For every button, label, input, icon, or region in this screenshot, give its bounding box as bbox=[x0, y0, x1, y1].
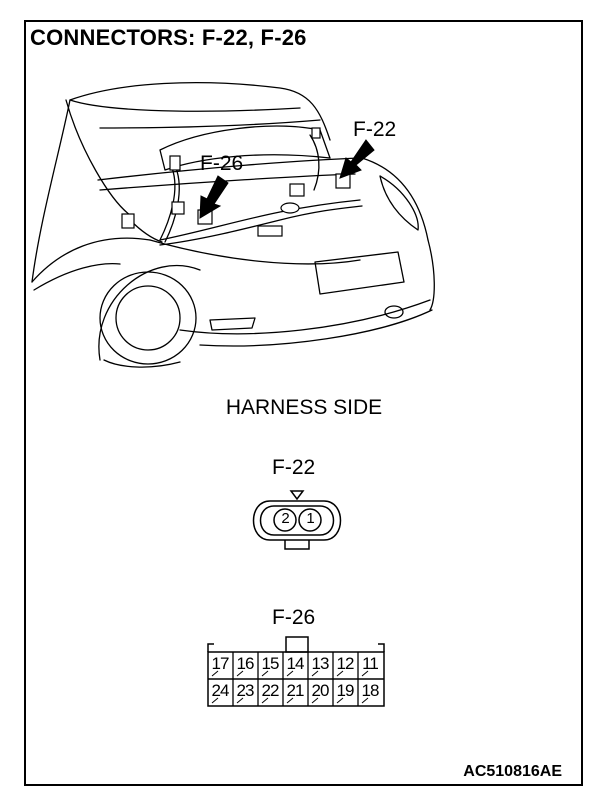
f26-cell-dividers bbox=[232, 652, 359, 706]
f26-pin-18: 18 bbox=[361, 681, 380, 700]
f26-pin-15: 15 bbox=[261, 654, 280, 673]
figure-id: AC510816AE bbox=[463, 763, 562, 780]
diagram-title: CONNECTORS: F-22, F-26 bbox=[30, 25, 307, 50]
f26-pin-16: 16 bbox=[236, 654, 255, 673]
f22-callout-label: F-22 bbox=[353, 118, 397, 141]
f26-pin-20: 20 bbox=[311, 681, 330, 700]
f22-pin-2: 2 bbox=[281, 510, 289, 527]
f26-pin-12: 12 bbox=[336, 654, 355, 673]
f26-pin-14: 14 bbox=[286, 654, 305, 673]
f26-cell-hatches bbox=[211, 670, 369, 704]
f22-pin-1: 1 bbox=[306, 510, 314, 527]
f26-pin-13: 13 bbox=[311, 654, 330, 673]
f26-connector-label: F-26 bbox=[272, 606, 316, 629]
f26-pin-11: 11 bbox=[362, 654, 379, 673]
f26-pin-21: 21 bbox=[286, 681, 305, 700]
harness-side-label: HARNESS SIDE bbox=[225, 396, 383, 419]
f26-pin-24: 24 bbox=[211, 681, 230, 700]
f26-pin-22: 22 bbox=[261, 681, 280, 700]
f26-pin-17: 17 bbox=[211, 654, 230, 673]
diagram-frame bbox=[24, 20, 583, 786]
f26-arrow bbox=[199, 175, 229, 219]
f26-callout-label: F-26 bbox=[200, 152, 244, 175]
f26-pin-23: 23 bbox=[236, 681, 255, 700]
f22-arrow bbox=[339, 139, 375, 179]
f26-pin-19: 19 bbox=[336, 681, 355, 700]
f22-connector-label: F-22 bbox=[272, 456, 316, 479]
